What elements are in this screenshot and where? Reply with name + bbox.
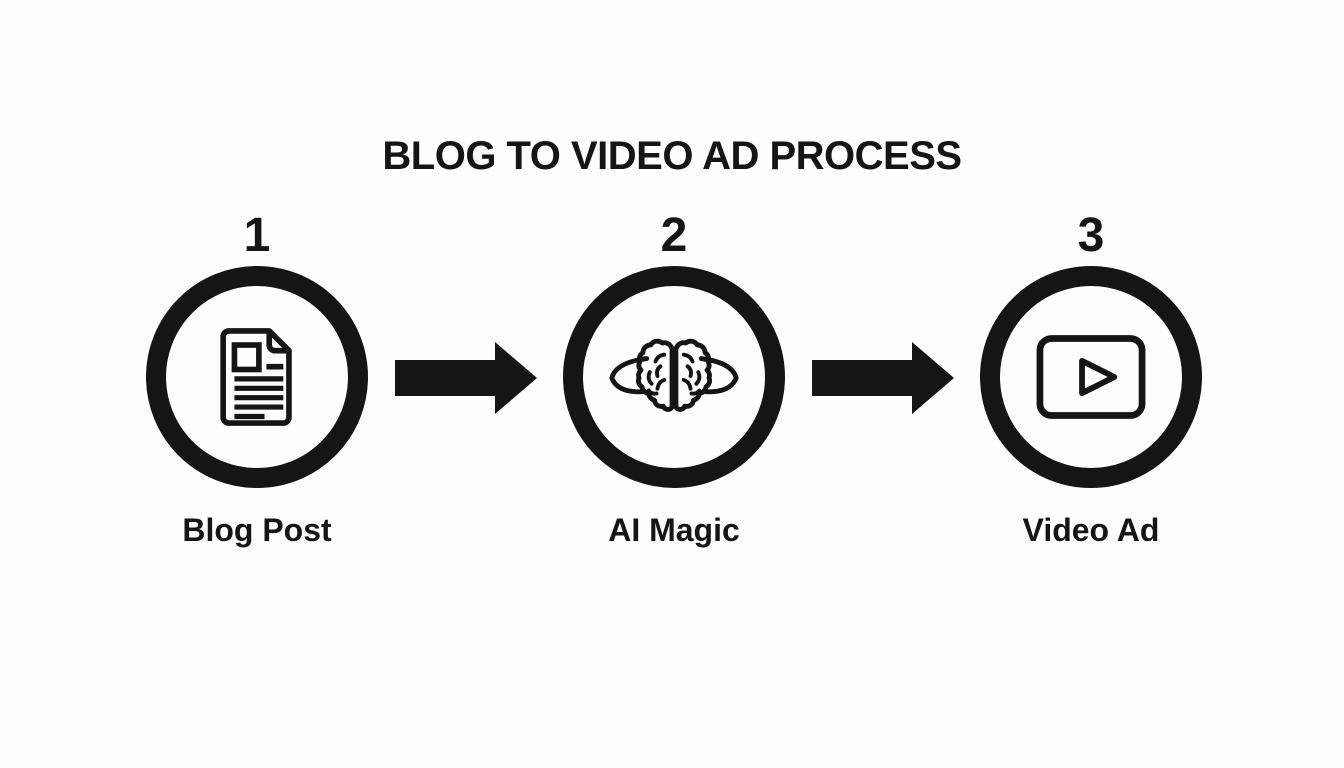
step-circle-3: [980, 266, 1202, 488]
step-label-video-ad: Video Ad: [1022, 512, 1160, 548]
step-label-blog-post: Blog Post: [182, 512, 332, 548]
step-blog-post: 1 Blog Post: [137, 209, 377, 548]
arrow-head: [912, 342, 954, 414]
step-circle-2: [563, 266, 785, 488]
step-video-ad: 3 Video Ad: [971, 209, 1211, 548]
ai-brain-icon: [606, 333, 742, 421]
blog-document-icon: [210, 325, 304, 429]
arrow-shaft: [812, 360, 914, 396]
step-number-3: 3: [1077, 209, 1105, 262]
step-number-2: 2: [660, 209, 688, 262]
video-play-icon: [1035, 334, 1147, 420]
diagram-title: BLOG TO VIDEO AD PROCESS: [382, 134, 962, 178]
arrow-blog-to-ai: [395, 342, 537, 414]
step-circle-1: [146, 266, 368, 488]
arrow-head: [495, 342, 537, 414]
arrow-ai-to-video: [812, 342, 954, 414]
arrow-shaft: [395, 360, 497, 396]
step-number-1: 1: [243, 209, 271, 262]
step-ai-magic: 2: [554, 209, 794, 548]
step-label-ai-magic: AI Magic: [608, 512, 740, 548]
